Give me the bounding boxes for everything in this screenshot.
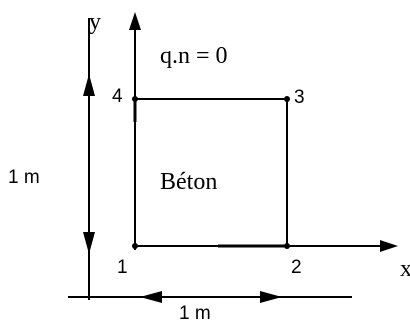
node-1-dot bbox=[132, 243, 138, 249]
node-1-label: 1 bbox=[117, 257, 128, 278]
material-label: Béton bbox=[160, 169, 218, 195]
boundary-condition-label: q.n = 0 bbox=[160, 43, 228, 69]
width-dimension-arrow-left bbox=[140, 291, 162, 303]
node-2-dot bbox=[284, 243, 290, 249]
x-axis-arrowhead bbox=[380, 240, 398, 252]
height-dimension-arrow-down bbox=[83, 232, 95, 254]
node-4-label: 4 bbox=[112, 86, 123, 107]
y-axis-arrowhead bbox=[129, 12, 141, 30]
height-dimension-label: 1 m bbox=[8, 167, 40, 188]
node-3-label: 3 bbox=[294, 87, 305, 108]
node-2-label: 2 bbox=[291, 257, 302, 278]
width-dimension-arrow-right bbox=[260, 291, 282, 303]
width-dimension-label: 1 m bbox=[179, 303, 211, 324]
y-axis-label: y bbox=[89, 9, 101, 35]
x-axis-label: x bbox=[400, 256, 410, 282]
height-dimension-arrow-up bbox=[83, 74, 95, 96]
node-3-dot bbox=[284, 96, 290, 102]
node-4-dot bbox=[132, 96, 138, 102]
